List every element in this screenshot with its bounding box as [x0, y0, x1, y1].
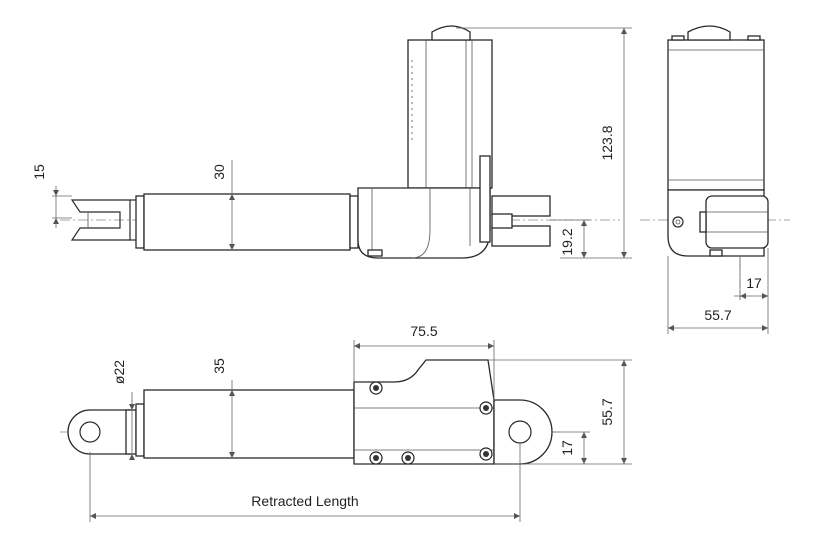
- front-view: 17 55.7: [640, 25, 790, 334]
- dim-top-eye-22: ø22: [111, 360, 135, 460]
- label-top-75-5: 75.5: [410, 323, 437, 339]
- dim-top-17: 17: [552, 431, 590, 464]
- label-overall-123-8: 123.8: [599, 125, 615, 160]
- dim-side-19-2: 19.2: [550, 219, 590, 258]
- dim-top-35: 35: [211, 358, 235, 458]
- label-top-35: 35: [211, 358, 227, 374]
- side-rear-clevis: [491, 195, 551, 247]
- housing-screws: [369, 381, 493, 465]
- front-motor: [667, 25, 765, 191]
- dim-retracted-length: Retracted Length: [89, 443, 521, 522]
- dim-front-55-7: 55.7: [667, 256, 768, 334]
- top-housing: [353, 359, 553, 465]
- top-rod: [135, 389, 355, 459]
- label-side-30: 30: [211, 164, 227, 180]
- top-view: 75.5 ø22 35 55.7: [60, 323, 632, 522]
- label-front-55-7: 55.7: [704, 307, 731, 323]
- side-gearbox: [357, 155, 491, 259]
- label-top-55-7: 55.7: [599, 398, 615, 425]
- dim-side-15: 15: [31, 164, 72, 228]
- top-eye-end: [67, 409, 137, 455]
- label-side-15: 15: [31, 164, 47, 180]
- front-gearbox: [667, 189, 769, 257]
- label-top-17: 17: [559, 440, 575, 456]
- dim-side-30: 30: [211, 160, 235, 250]
- dim-overall-123-8: 123.8: [456, 27, 632, 259]
- dim-top-55-7: 55.7: [488, 359, 632, 465]
- side-motor: [407, 25, 493, 189]
- label-top-eye-22: ø22: [111, 360, 127, 384]
- label-retracted-length: Retracted Length: [251, 493, 358, 509]
- side-view: 15 30 123.8 19.2: [31, 25, 632, 259]
- side-rod: [135, 193, 359, 251]
- dim-top-75-5: 75.5: [353, 323, 495, 400]
- dim-front-17: 17: [734, 248, 769, 334]
- label-front-17: 17: [746, 275, 762, 291]
- label-side-19-2: 19.2: [559, 228, 575, 255]
